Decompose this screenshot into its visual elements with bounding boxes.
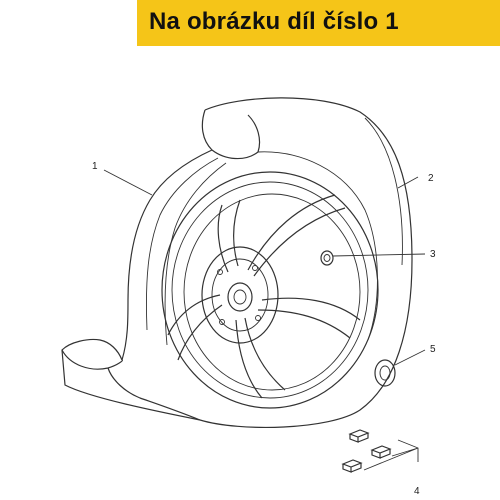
leader-lines [103,169,426,471]
wheel-spokes [167,194,361,399]
callout-5: 5 [430,344,436,355]
valve-part[interactable] [320,250,334,266]
tire-part[interactable] [61,97,413,429]
title-banner: Na obrázku díl číslo 1 [137,0,500,46]
balance-weights-part[interactable] [341,429,392,473]
banner-title: Na obrázku díl číslo 1 [149,8,399,35]
callout-3: 3 [430,249,436,260]
callout-1: 1 [92,161,98,172]
rim-part[interactable] [161,171,379,409]
callout-2: 2 [428,173,434,184]
callout-4: 4 [414,486,420,497]
wheel-hub [201,246,279,344]
seal-part[interactable] [374,359,396,387]
